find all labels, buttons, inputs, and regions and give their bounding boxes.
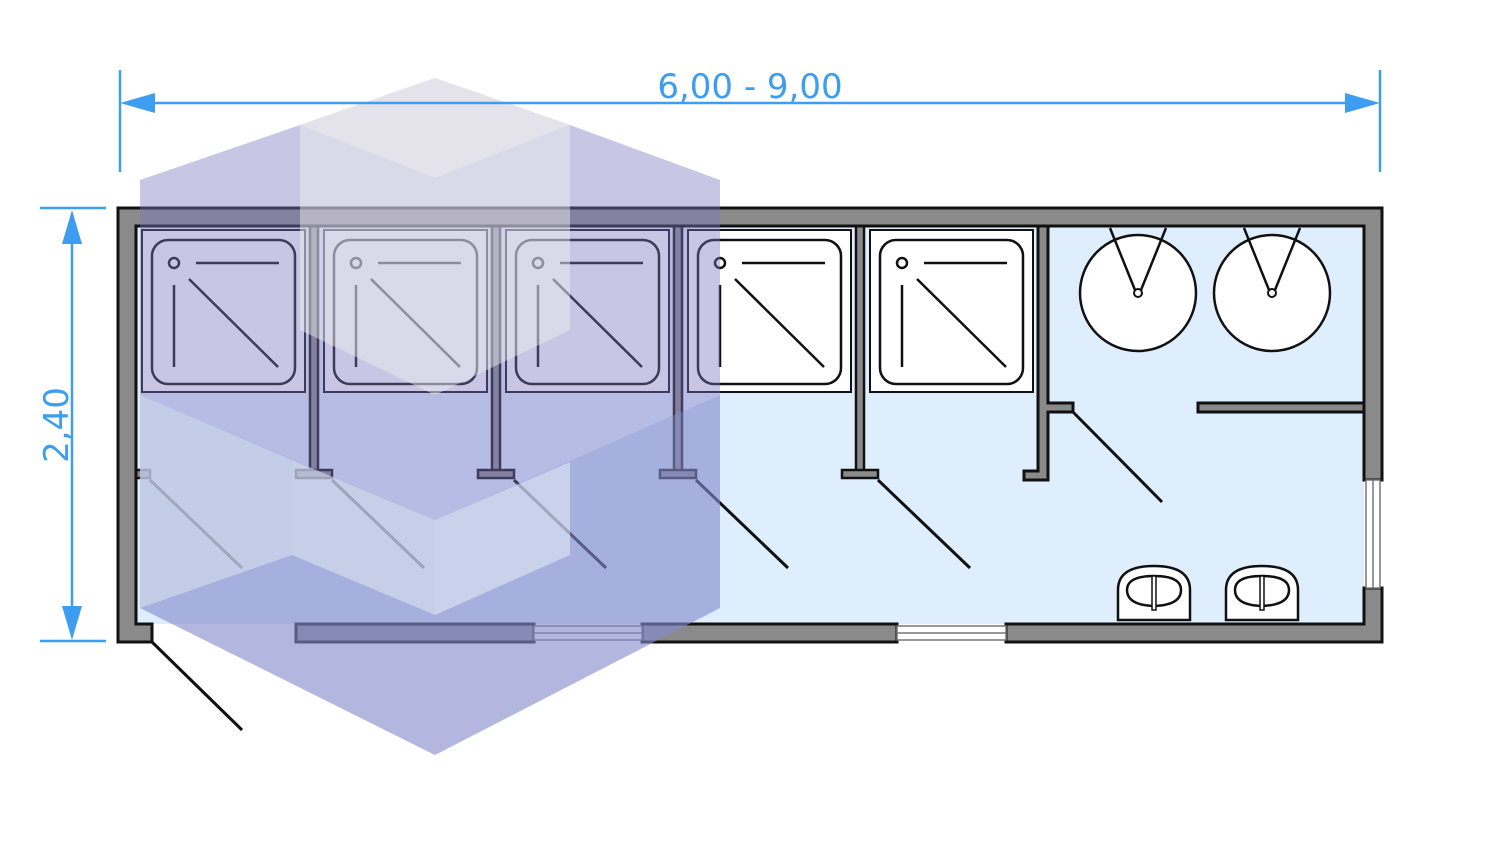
wc-partitions xyxy=(1022,224,1366,482)
arrow-right-icon xyxy=(1345,93,1380,113)
toilet-icon xyxy=(1212,227,1332,353)
windows xyxy=(533,479,1381,641)
arrow-down-icon xyxy=(62,606,82,640)
outer-walls xyxy=(116,206,1384,644)
arrow-left-icon xyxy=(120,93,155,113)
shower-basin xyxy=(150,238,297,386)
stall-door[interactable] xyxy=(694,478,790,570)
drain-icon xyxy=(349,256,363,270)
wc-door[interactable] xyxy=(1071,410,1164,504)
shower-basin xyxy=(696,238,843,386)
shower-tray xyxy=(505,229,670,393)
shower-stall xyxy=(840,224,1034,570)
shower-stall xyxy=(134,229,306,570)
shower-tray xyxy=(869,229,1034,393)
dimension-width xyxy=(40,206,106,643)
shower-stall xyxy=(658,224,852,570)
stall-stub xyxy=(658,468,698,480)
wall-bottom-right xyxy=(1004,586,1384,644)
drain-icon xyxy=(895,256,909,270)
stall-stub xyxy=(476,468,516,480)
drain-icon xyxy=(167,256,181,270)
shower-tray xyxy=(323,229,488,393)
shower-basin xyxy=(878,238,1025,386)
shower-stalls xyxy=(134,224,1034,570)
stall-door[interactable] xyxy=(876,478,972,570)
entrance-door[interactable] xyxy=(150,640,244,732)
toilets xyxy=(1078,227,1332,353)
wc-stub-left xyxy=(1022,224,1075,482)
drain-icon xyxy=(531,256,545,270)
toilet-icon xyxy=(1078,227,1198,353)
wc-wall-right xyxy=(1196,401,1366,414)
shower-tray xyxy=(687,229,852,393)
width-dimension-label: 2,40 xyxy=(37,387,77,463)
length-dimension-label: 6,00 - 9,00 xyxy=(657,67,842,107)
wall-top-left xyxy=(116,206,1384,644)
sink-icon xyxy=(1116,564,1192,622)
sink-icon xyxy=(1224,564,1300,622)
cube-watermark-overlay xyxy=(140,78,720,755)
shower-stall xyxy=(476,224,670,570)
dimension-length xyxy=(118,70,1382,172)
stall-stub xyxy=(840,468,880,480)
arrow-up-icon xyxy=(62,210,82,244)
sinks xyxy=(1116,564,1300,622)
stall-partition xyxy=(854,224,866,474)
drain-icon xyxy=(713,256,727,270)
shower-basin xyxy=(332,238,479,386)
shower-basin xyxy=(514,238,661,386)
shower-tray xyxy=(141,229,306,393)
